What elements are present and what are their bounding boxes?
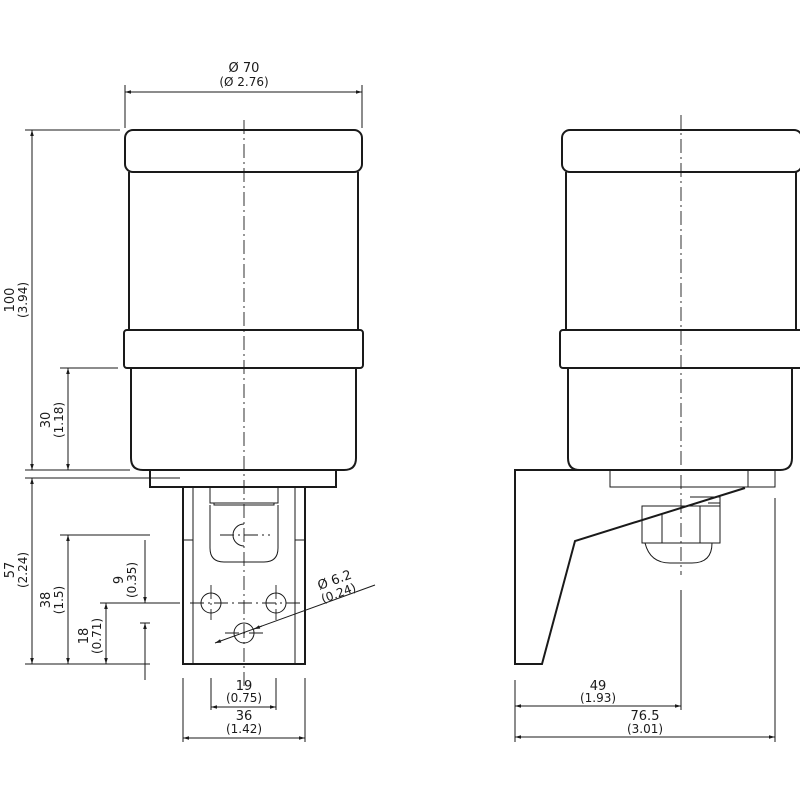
dim-hole-low-in: (0.71) [90,618,104,654]
dim-diameter-mm: Ø 70 [229,61,260,76]
dim-bracket-w-mm: 36 [236,709,253,724]
dim-depth-total-in: (3.01) [627,722,663,736]
front-view [123,120,364,690]
dim-bracket-h-mm: 57 [3,562,18,579]
dim-bracket-h-in: (2.24) [16,552,30,588]
dim-lower-mm: 30 [39,412,54,429]
dim-hole-h-in: (1.5) [52,586,66,614]
dim-hole-v-mm: 9 [112,576,127,584]
dim-hole-h-mm: 38 [39,592,54,609]
dim-lower-in: (1.18) [52,402,66,438]
front-dimensions: Ø 70 (Ø 2.76) 100 (3.94) 30 (1.18) 57 (2… [3,61,376,742]
dim-hole-low-mm: 18 [77,628,92,645]
dim-height-in: (3.94) [16,282,30,318]
dim-hole-h-mm: 19 [236,679,253,694]
dim-bracket-w-in: (1.42) [226,722,262,736]
dim-height-mm: 100 [3,288,18,313]
side-view [514,115,800,665]
side-dimensions: 49 (1.93) 76.5 (3.01) [514,498,776,742]
dim-depth-total-mm: 76.5 [631,709,660,724]
dim-hole-h-in: (0.75) [226,691,262,705]
dim-depth-center-in: (1.93) [580,691,616,705]
dim-diameter-in: (Ø 2.76) [219,75,268,89]
dim-hole-v-in: (0.35) [125,562,139,598]
dim-depth-center-mm: 49 [590,679,607,694]
